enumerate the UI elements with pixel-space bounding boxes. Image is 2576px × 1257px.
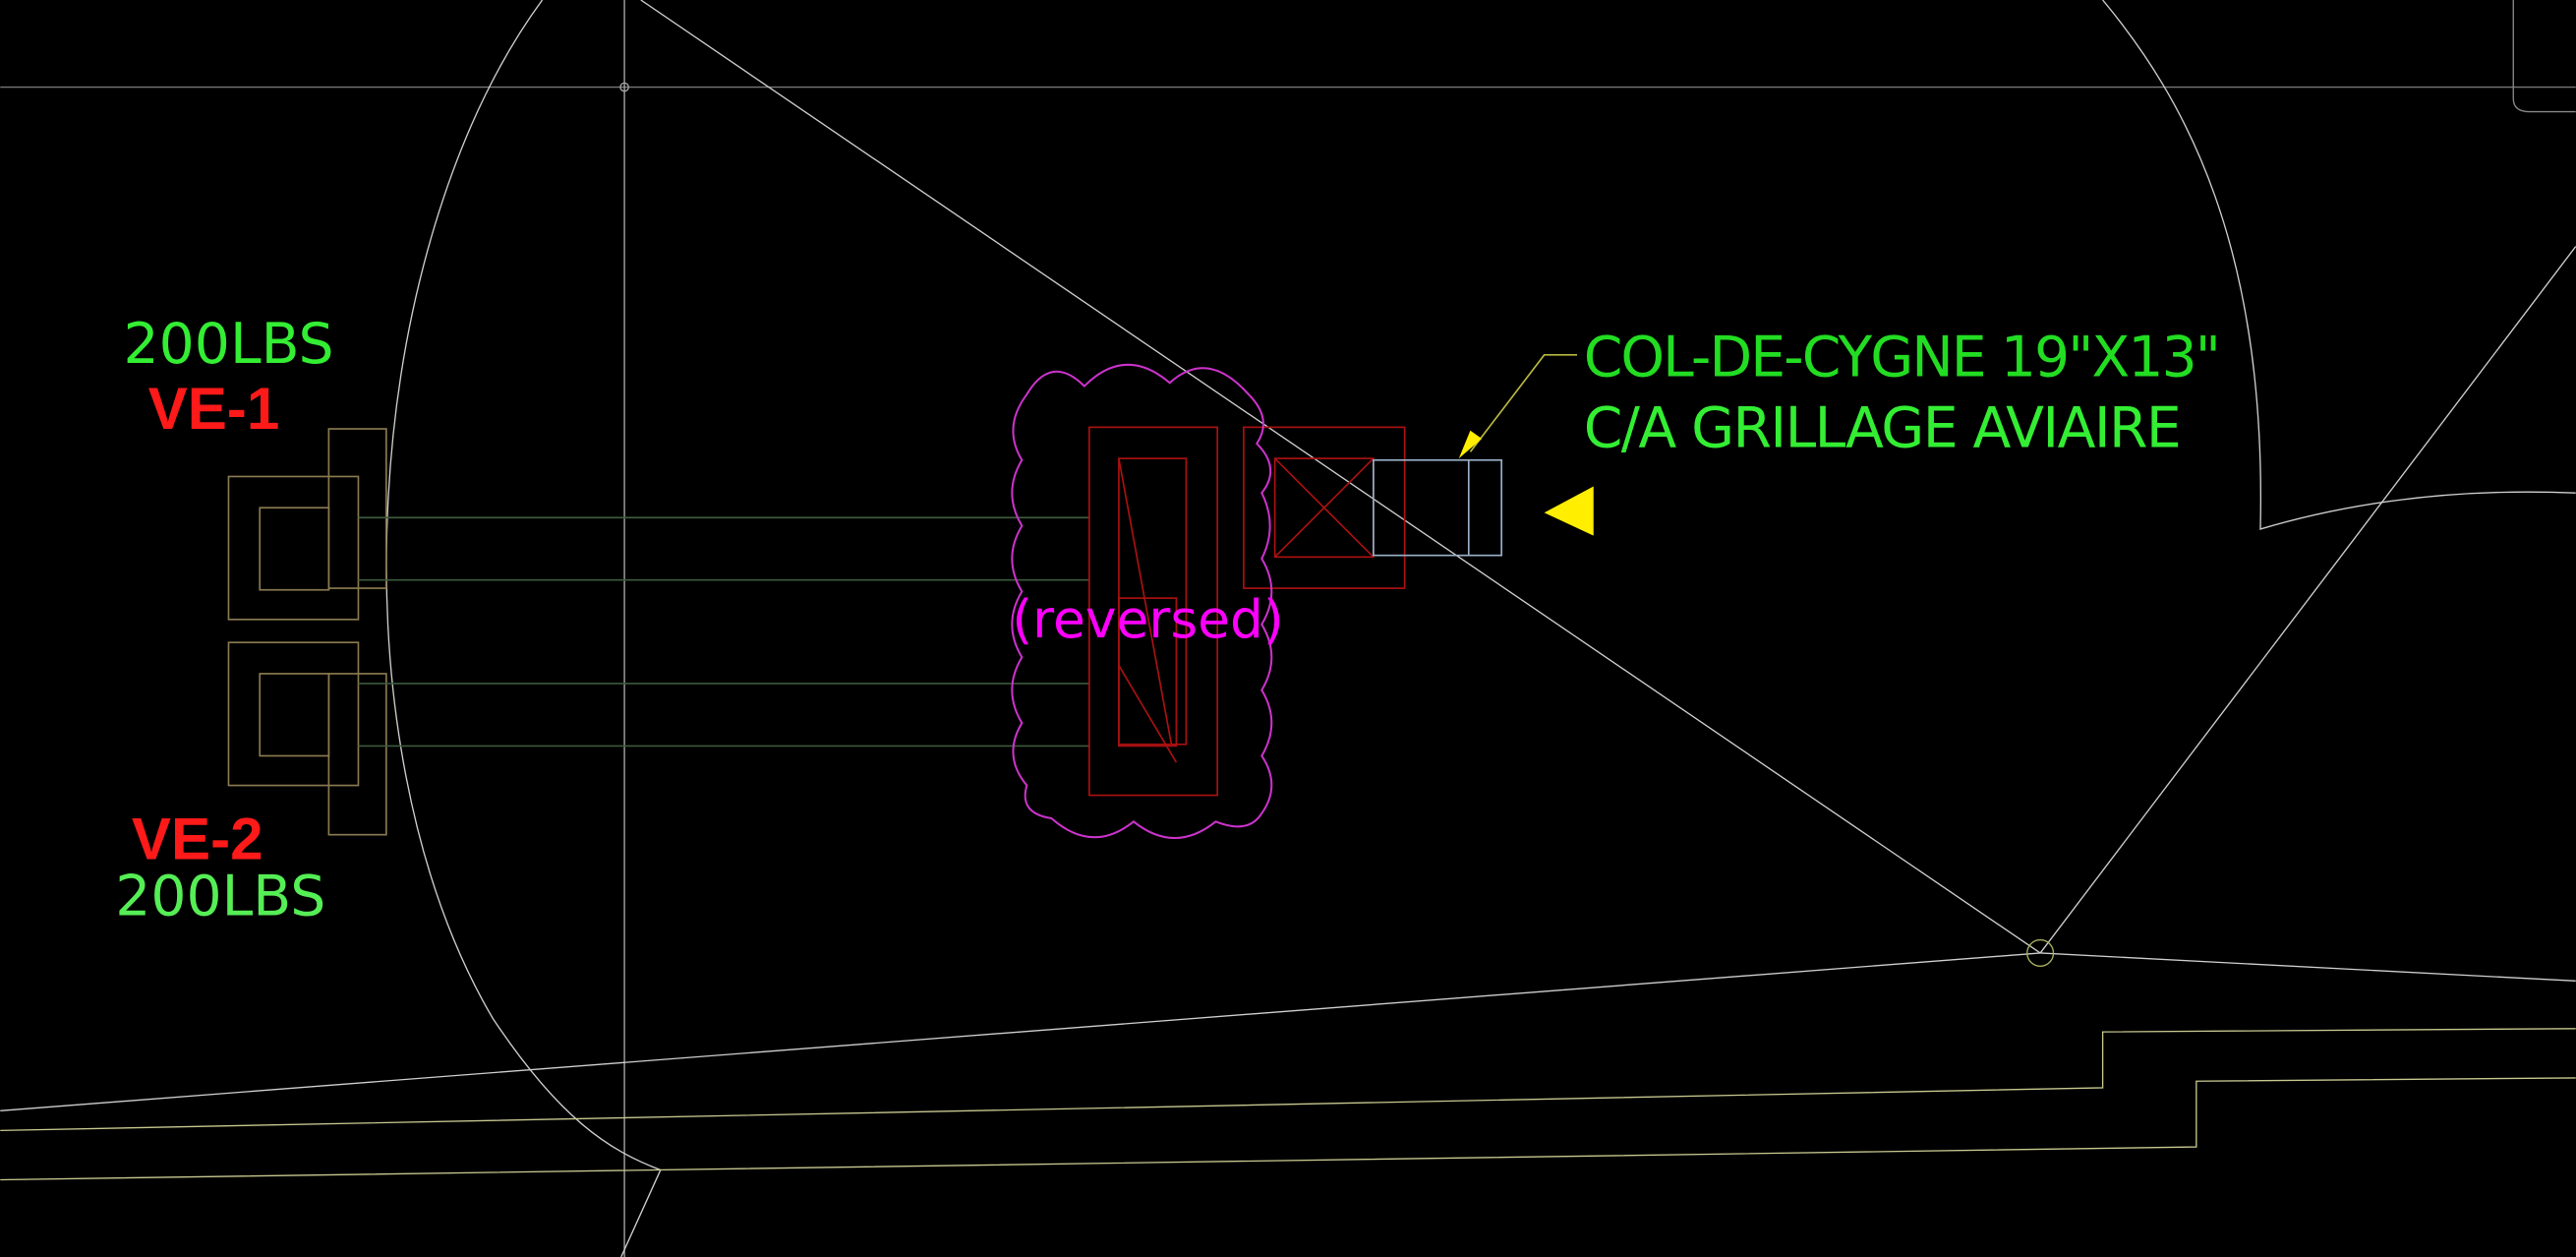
callout-leader xyxy=(1469,354,1578,452)
ve1-inner xyxy=(259,507,330,591)
wall-line xyxy=(0,1028,2576,1132)
grid-node xyxy=(619,82,629,92)
leader-arrowhead-icon xyxy=(1458,430,1483,459)
ve2-outer[interactable] xyxy=(227,641,360,787)
survey-point-icon xyxy=(2026,938,2055,967)
callout-line-1: COL-DE-CYGNE 19"X13" xyxy=(1584,326,2221,390)
ve1-flange xyxy=(327,428,387,589)
corner-symbol xyxy=(2512,0,2576,113)
diagonal-line xyxy=(640,0,2041,954)
ve2-flange xyxy=(327,673,387,836)
ve1-tag[interactable]: VE-1 xyxy=(148,376,280,442)
ve2-weight-label: 200LBS xyxy=(115,865,325,929)
wall-line-2 xyxy=(0,1077,2576,1181)
ve1-outer[interactable] xyxy=(227,475,360,621)
ve-units xyxy=(227,428,1089,836)
section-marker-icon[interactable] xyxy=(1544,486,1594,536)
ve1-weight-label: 200LBS xyxy=(124,312,334,377)
diagonal-line-right xyxy=(2039,246,2576,954)
gooseneck-duct[interactable] xyxy=(1373,458,1503,557)
revision-note: (reversed) xyxy=(1012,588,1283,650)
arc-right xyxy=(2102,0,2576,530)
ve2-inner xyxy=(259,673,330,757)
revision-cloud[interactable] xyxy=(1011,363,1273,839)
slope-line xyxy=(0,952,2041,1111)
slope-line-right xyxy=(2040,952,2576,983)
equipment[interactable] xyxy=(1088,426,1406,797)
callout-line-2: C/A GRILLAGE AVIAIRE xyxy=(1584,395,2182,460)
ve2-tag[interactable]: VE-2 xyxy=(132,807,263,872)
arc-left xyxy=(385,0,662,1257)
